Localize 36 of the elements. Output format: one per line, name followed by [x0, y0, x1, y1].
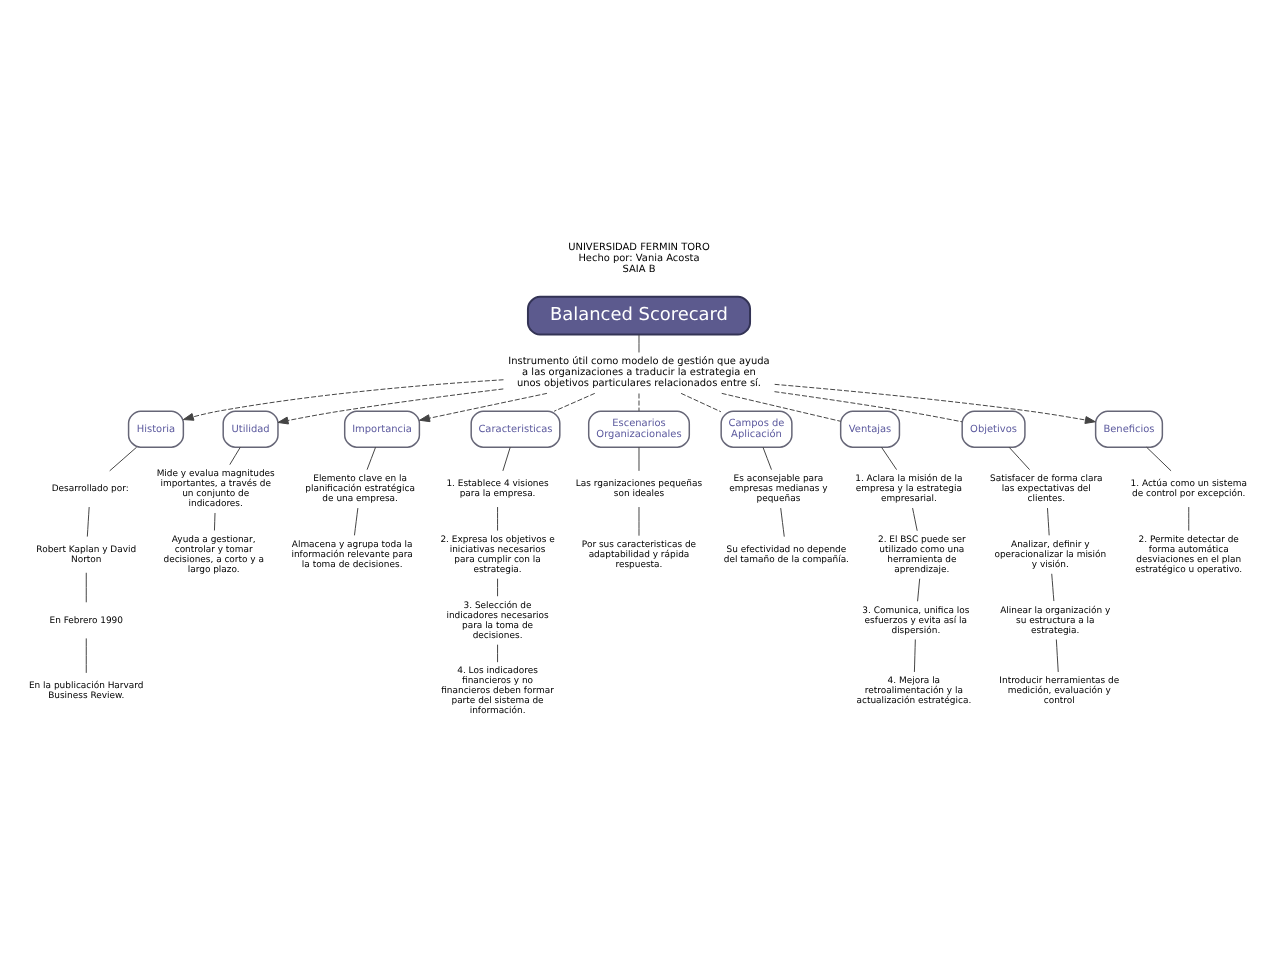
connector — [638, 334, 640, 353]
connector — [917, 578, 921, 602]
connector — [353, 507, 359, 536]
connector — [213, 512, 216, 531]
connector — [109, 446, 138, 472]
connector — [1055, 639, 1059, 673]
connector — [85, 572, 87, 603]
connector — [773, 391, 963, 423]
arrow — [419, 392, 548, 423]
connector — [881, 446, 898, 471]
connector — [721, 392, 842, 422]
connector — [762, 446, 772, 471]
connector — [1008, 446, 1031, 471]
connector — [913, 639, 916, 673]
connector — [638, 446, 640, 472]
connector — [1051, 573, 1055, 602]
connector — [85, 637, 87, 674]
connector — [553, 392, 596, 412]
connector — [780, 507, 785, 538]
node-box: Balanced Scorecard — [526, 295, 752, 336]
connector — [1146, 446, 1172, 472]
connector — [497, 506, 499, 532]
connector — [1046, 507, 1050, 536]
connector — [502, 446, 511, 472]
connector — [229, 446, 241, 466]
connector — [912, 507, 918, 532]
connector — [497, 644, 499, 663]
arrow — [774, 383, 1096, 424]
connector — [1188, 506, 1190, 532]
connector — [638, 393, 640, 412]
arrow — [277, 388, 504, 425]
connector — [497, 578, 499, 597]
connector — [680, 392, 722, 413]
arrow — [182, 379, 504, 421]
connector — [366, 446, 377, 471]
connector — [86, 506, 90, 538]
